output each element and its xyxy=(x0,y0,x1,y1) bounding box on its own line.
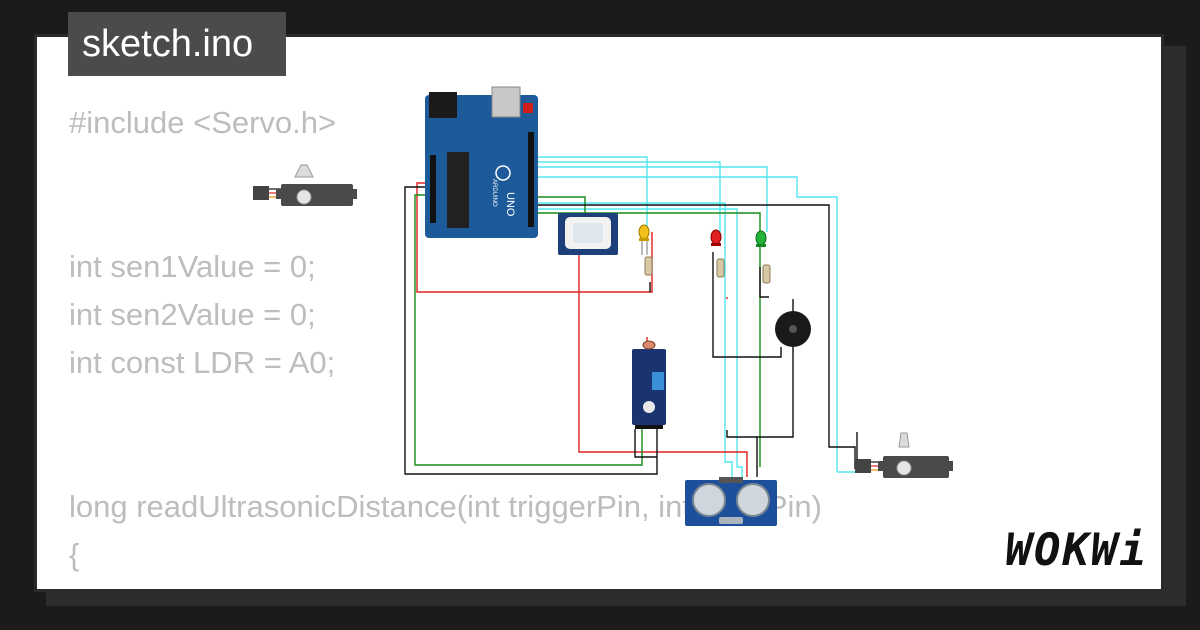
yellow-led[interactable] xyxy=(638,224,653,276)
code-line-1: #include <Servo.h> xyxy=(69,105,337,140)
resistor[interactable] xyxy=(644,256,653,276)
arduino-logo-icon xyxy=(495,165,511,181)
power-jack xyxy=(429,92,457,118)
board-model-label: UNO xyxy=(504,192,516,217)
code-line-10: { xyxy=(69,537,80,572)
simulation-card: #include <Servo.h> int sen1Value = 0; int … xyxy=(34,34,1164,592)
servo-motor-left[interactable] xyxy=(253,164,357,206)
code-line-5: int sen2Value = 0; xyxy=(69,297,316,332)
reset-button[interactable] xyxy=(523,103,533,113)
circuit-diagram[interactable]: UNO ARDUINO xyxy=(37,37,1164,592)
photoresistor xyxy=(642,340,656,350)
pir-sensor[interactable] xyxy=(558,213,618,255)
ultrasonic-sensor[interactable] xyxy=(685,477,777,526)
buzzer[interactable] xyxy=(775,311,811,347)
wokwi-logo: WOKWi xyxy=(1005,525,1148,576)
code-editor: #include <Servo.h> int sen1Value = 0; int … xyxy=(69,99,822,589)
resistor[interactable] xyxy=(762,264,771,284)
atmega-chip xyxy=(447,152,469,228)
servo-horn[interactable] xyxy=(898,432,910,448)
servo-motor-right[interactable] xyxy=(855,432,953,478)
code-line-4: int sen1Value = 0; xyxy=(69,249,316,284)
file-tab-sketch[interactable]: sketch.ino xyxy=(68,12,286,76)
green-led[interactable] xyxy=(755,230,771,284)
servo-horn[interactable] xyxy=(294,164,314,178)
resistor[interactable] xyxy=(716,258,725,278)
red-led[interactable] xyxy=(710,229,725,278)
code-line-11: pinMode(triggerPin, OUTPUT); // Clear th… xyxy=(69,579,822,589)
ldr-module[interactable] xyxy=(632,340,666,429)
code-line-6: int const LDR = A0; xyxy=(69,345,336,380)
usb-port xyxy=(491,86,521,118)
arduino-uno-board[interactable]: UNO ARDUINO xyxy=(425,86,538,238)
board-maker-label: ARDUINO xyxy=(491,179,497,207)
